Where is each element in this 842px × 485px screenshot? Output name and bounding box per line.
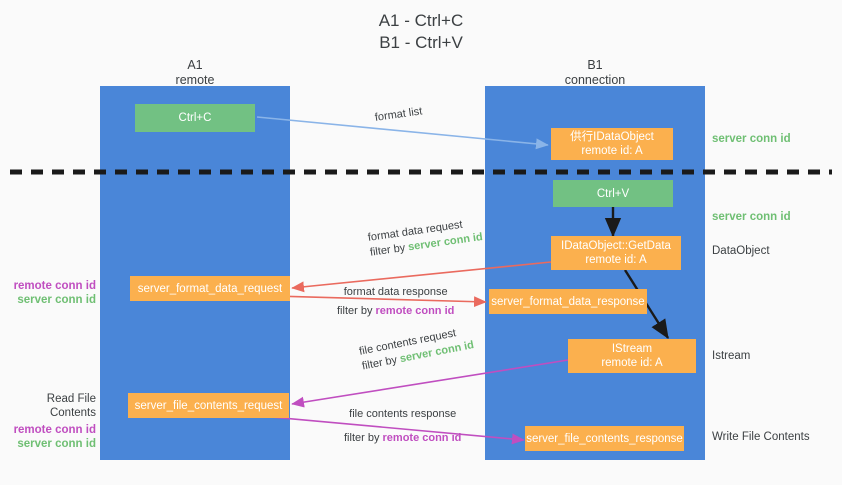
lane-a1-role: remote [175, 73, 215, 87]
edge-label-format-data-response: format data response filter by remote co… [337, 285, 454, 319]
annotation-server-conn-id-4: server conn id [17, 438, 96, 450]
box-getdata[interactable]: IDataObject::GetData remote id: A [551, 236, 681, 270]
annotation-read-file-contents-group: Read File Contents remote conn id server… [4, 392, 96, 451]
box-ctrl-c-label: Ctrl+C [178, 112, 212, 124]
lane-header-b1: B1 connection [485, 58, 705, 88]
box-idataobject-line-2: remote id: A [581, 145, 643, 157]
annotation-conn-id-group-1: remote conn id server conn id [10, 279, 96, 307]
annotation-write-file-contents: Write File Contents [712, 431, 810, 443]
box-server-format-data-request[interactable]: server_format_data_request [130, 276, 290, 301]
edge-label-format-data-response-filter: filter by remote conn id [337, 304, 454, 319]
annotation-server-conn-id-2: server conn id [712, 211, 791, 223]
box-server-file-contents-response-label: server_file_contents_response [526, 432, 683, 445]
annotation-read-file-contents-title: Read File Contents [46, 393, 96, 419]
page-title: A1 - Ctrl+C B1 - Ctrl+V [0, 10, 842, 54]
box-getdata-line-2: remote id: A [585, 254, 647, 266]
filter-prefix: filter by [344, 432, 383, 444]
box-istream[interactable]: IStream remote id: A [568, 339, 696, 373]
annotation-dataobject: DataObject [712, 245, 770, 257]
box-idataobject[interactable]: 供行IDataObject remote id: A [551, 128, 673, 160]
edge-label-format-list: format list [374, 104, 423, 125]
annotation-server-conn-id-3: server conn id [17, 294, 96, 306]
edge-label-file-contents-response: file contents response filter by remote … [344, 407, 461, 446]
box-server-format-data-request-label: server_format_data_request [137, 282, 283, 295]
box-server-format-data-response[interactable]: server_format_data_response [489, 289, 647, 314]
annotation-remote-conn-id-1: remote conn id [13, 280, 96, 292]
edge-label-file-contents-response-line-1: file contents response [349, 408, 457, 420]
box-ctrl-v[interactable]: Ctrl+V [553, 180, 673, 207]
box-idataobject-line-1: 供行IDataObject [570, 131, 654, 143]
annotation-istream: Istream [712, 350, 751, 362]
box-server-file-contents-request-label: server_file_contents_request [134, 399, 283, 412]
filter-highlight-remote-conn-id: remote conn id [382, 432, 462, 444]
lane-a1-name: A1 [187, 58, 203, 72]
title-line-1: A1 - Ctrl+C [378, 11, 464, 30]
edge-label-file-contents-request: file contents request filter by server c… [358, 323, 475, 374]
edge-label-format-list-text: format list [374, 105, 424, 124]
filter-prefix: filter by [369, 241, 410, 259]
box-server-file-contents-request[interactable]: server_file_contents_request [128, 393, 289, 418]
edge-label-file-contents-response-filter: filter by remote conn id [344, 431, 461, 446]
title-line-2: B1 - Ctrl+V [379, 33, 463, 52]
edge-label-format-data-request: format data request filter by server con… [367, 215, 484, 261]
box-ctrl-v-label: Ctrl+V [596, 187, 630, 200]
filter-prefix: filter by [337, 305, 376, 317]
box-getdata-line-1: IDataObject::GetData [561, 240, 671, 252]
box-istream-line-1: IStream [611, 343, 653, 355]
annotation-remote-conn-id-2: remote conn id [13, 424, 96, 436]
box-server-file-contents-response[interactable]: server_file_contents_response [525, 426, 684, 451]
lane-b1-role: connection [564, 73, 626, 87]
edge-label-format-data-response-line-1: format data response [343, 286, 448, 298]
filter-highlight-remote-conn-id: remote conn id [375, 305, 455, 317]
box-ctrl-c[interactable]: Ctrl+C [135, 104, 255, 132]
annotation-server-conn-id-1: server conn id [712, 133, 791, 145]
lane-b1-name: B1 [587, 58, 603, 72]
box-server-format-data-response-label: server_format_data_response [491, 295, 645, 308]
box-istream-line-2: remote id: A [601, 357, 663, 369]
lane-header-a1: A1 remote [100, 58, 290, 88]
